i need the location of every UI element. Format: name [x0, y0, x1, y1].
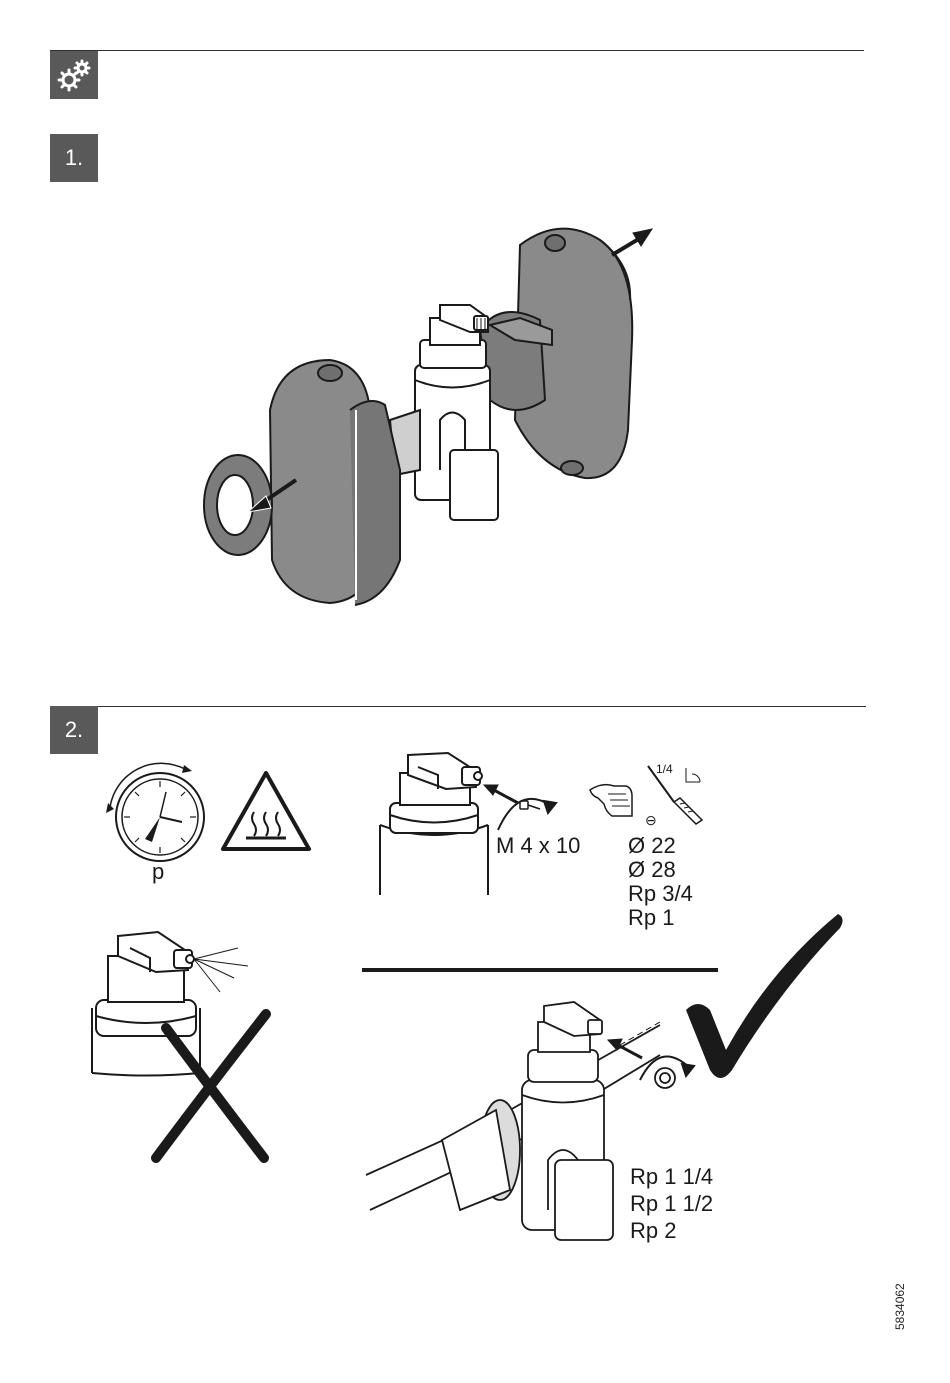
size-item: Rp 1 1/2	[630, 1190, 713, 1217]
size-item: Rp 1 1/4	[630, 1163, 713, 1190]
document-number: 5834062	[893, 1283, 907, 1330]
rear-insulation-shell	[480, 229, 632, 478]
hand-tighten-icon	[588, 776, 638, 821]
tool-sign: ⊖	[645, 812, 657, 828]
arrow-out-icon	[612, 229, 652, 255]
wrong-vent-illustration	[88, 918, 288, 1168]
step-2-badge: 2.	[50, 706, 98, 754]
step-1-illustration	[0, 0, 950, 640]
section-2-rule	[50, 706, 866, 707]
cross-mark-icon	[156, 1014, 266, 1158]
size-item: Ø 28	[628, 856, 676, 883]
push-arrow-icon	[484, 785, 518, 803]
size-item: Rp 2	[630, 1217, 676, 1244]
size-item: Ø 22	[628, 832, 676, 859]
screw-icon	[520, 801, 540, 809]
hot-surface-warning-icon	[220, 770, 312, 852]
screw-spec: M 4 x 10	[496, 832, 580, 859]
pressure-label: p	[152, 858, 164, 885]
correct-installation-illustration	[360, 910, 860, 1250]
front-insulation-shell	[204, 360, 400, 605]
size-item: Rp 3/4	[628, 880, 693, 907]
check-mark-icon	[686, 914, 843, 1078]
air-vent-closeup	[378, 745, 608, 895]
